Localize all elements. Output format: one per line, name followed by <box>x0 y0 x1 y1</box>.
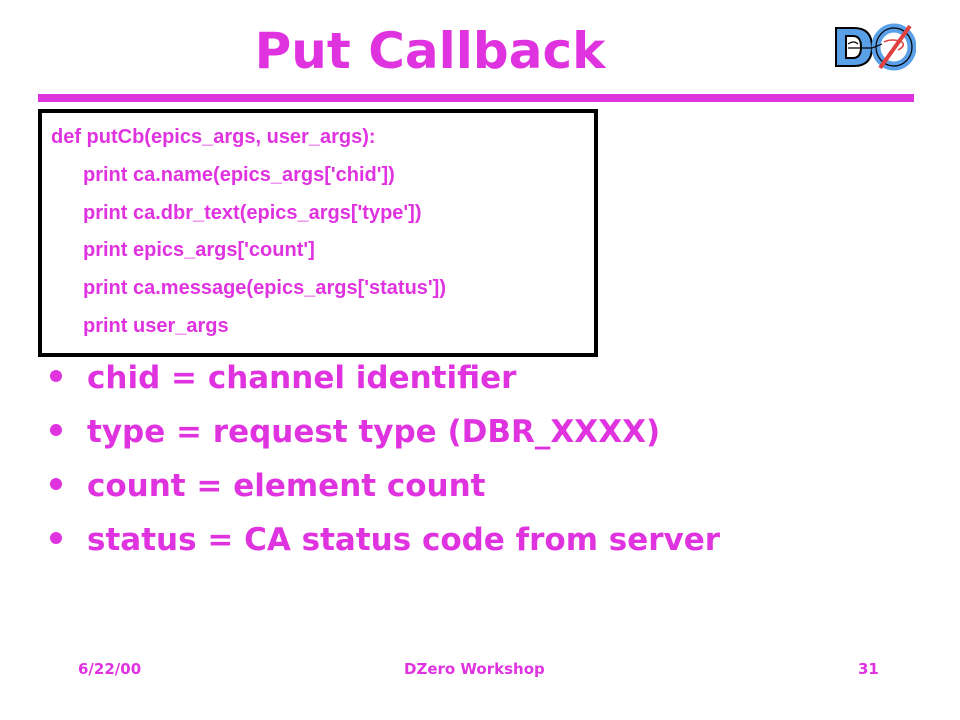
code-line-name: print ca.name(epics_args['chid']) <box>83 164 395 186</box>
dzero-logo <box>835 23 916 71</box>
code-line-message: print ca.message(epics_args['status']) <box>83 277 446 299</box>
code-line-def: def putCb(epics_args, user_args): <box>51 126 376 148</box>
bullet-list: chid = channel identifier type = request… <box>50 356 930 572</box>
bullet-text-type: type = request type (DBR_XXXX) <box>87 414 661 450</box>
bullet-item: count = element count <box>50 464 930 518</box>
code-box: def putCb(epics_args, user_args): print … <box>38 109 598 357</box>
bullet-item: chid = channel identifier <box>50 356 930 410</box>
footer-page-number: 31 <box>858 660 879 678</box>
code-line-count: print epics_args['count'] <box>83 239 315 261</box>
bullet-text-chid: chid = channel identifier <box>87 360 517 396</box>
footer-title: DZero Workshop <box>404 660 545 678</box>
title-divider <box>38 94 914 102</box>
bullet-dot <box>50 370 62 382</box>
bullet-item: type = request type (DBR_XXXX) <box>50 410 930 464</box>
code-line-dbr-text: print ca.dbr_text(epics_args['type']) <box>83 202 422 224</box>
bullet-dot <box>50 478 62 490</box>
footer-date: 6/22/00 <box>78 660 142 678</box>
slide-title: Put Callback <box>254 22 606 80</box>
logo-slash <box>878 24 912 70</box>
bullet-dot <box>50 424 62 436</box>
bullet-text-count: count = element count <box>87 468 486 504</box>
bullet-item: status = CA status code from server <box>50 518 930 572</box>
logo-d-shape <box>835 27 874 67</box>
bullet-text-status: status = CA status code from server <box>87 522 721 558</box>
bullet-dot <box>50 532 62 544</box>
code-line-user-args: print user_args <box>83 315 229 337</box>
